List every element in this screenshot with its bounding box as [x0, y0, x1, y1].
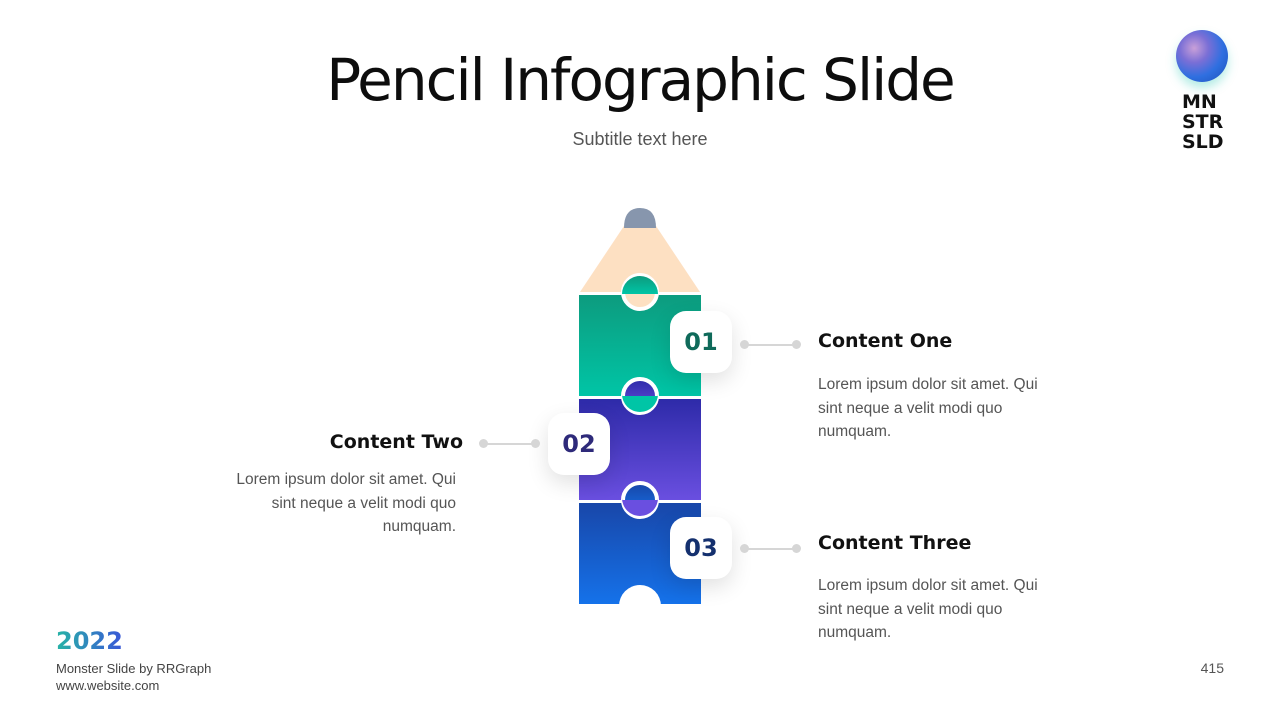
logo-text: MN STR SLD: [1182, 92, 1230, 152]
body-line: sint neque a velit modi quo: [271, 494, 456, 512]
footer-brand: Monster Slide by RRGraph: [56, 661, 212, 676]
content-one-body: Lorem ipsum dolor sit amet. Qui sint neq…: [818, 373, 1078, 444]
pencil-tip-lead: [624, 208, 656, 228]
page-number: 415: [1200, 660, 1224, 676]
body-line: numquam.: [818, 423, 892, 440]
content-one-heading: Content One: [818, 330, 953, 352]
body-line: numquam.: [818, 624, 892, 641]
body-line: numquam.: [382, 518, 456, 535]
puzzle-notch: [619, 585, 661, 606]
content-three-body: Lorem ipsum dolor sit amet. Qui sint neq…: [818, 574, 1078, 645]
brand-logo: MN STR SLD: [1176, 30, 1230, 152]
step-badge-03: 03: [670, 517, 732, 579]
body-line: Lorem ipsum dolor sit amet. Qui: [236, 471, 456, 488]
content-two-body: Lorem ipsum dolor sit amet. Qui sint neq…: [196, 468, 456, 539]
connector-line-1: [744, 343, 796, 346]
body-line: Lorem ipsum dolor sit amet. Qui: [818, 577, 1038, 594]
connector-line-3: [744, 547, 796, 550]
connector-line-2: [483, 442, 535, 445]
logo-line: STR: [1182, 111, 1224, 133]
footer-year: 2022: [56, 627, 123, 655]
body-line: sint neque a velit modi quo: [818, 399, 1003, 417]
body-line: sint neque a velit modi quo: [818, 600, 1003, 618]
body-line: Lorem ipsum dolor sit amet. Qui: [818, 376, 1038, 393]
logo-orb-icon: [1176, 30, 1228, 82]
content-three-heading: Content Three: [818, 532, 972, 554]
logo-line: SLD: [1182, 131, 1224, 153]
footer-website: www.website.com: [56, 678, 160, 693]
step-badge-01: 01: [670, 311, 732, 373]
connector-dot: [792, 544, 801, 553]
slide-subtitle: Subtitle text here: [572, 129, 708, 149]
step-badge-02: 02: [548, 413, 610, 475]
pencil-tip-wood: [580, 220, 700, 292]
logo-line: MN: [1182, 91, 1217, 113]
content-two-heading: Content Two: [329, 431, 463, 453]
connector-dot: [792, 340, 801, 349]
slide-title: Pencil Infographic Slide: [326, 46, 955, 114]
connector-dot: [531, 439, 540, 448]
